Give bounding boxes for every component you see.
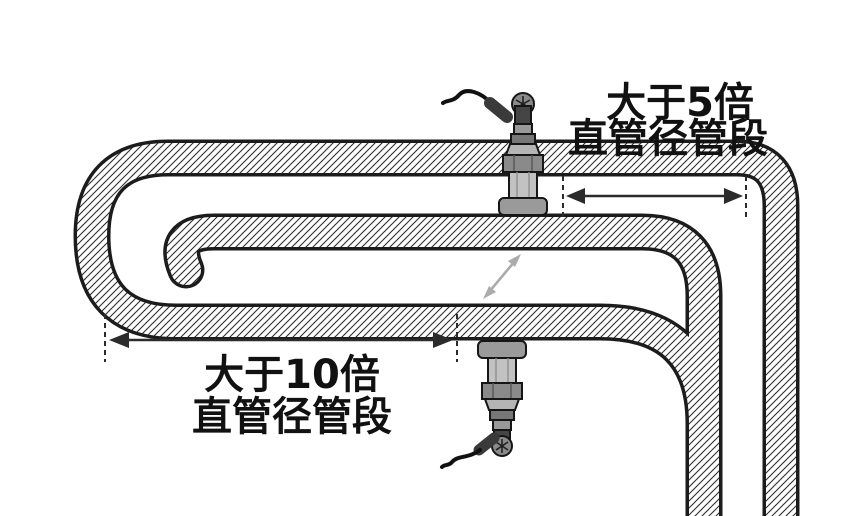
- downstream-dimension: 大于5倍 直管径管段: [562, 80, 768, 218]
- lower-hex-nut: [481, 382, 523, 400]
- pipe-outer-wall-hatch: [77, 143, 796, 516]
- upper-taper: [504, 143, 542, 156]
- upstream-dimension: 大于10倍 直管径管段: [104, 314, 458, 440]
- pipe-walls: [73, 139, 800, 516]
- lower-small-collar: [492, 419, 512, 431]
- downstream-arrowhead-left: [566, 188, 585, 204]
- upstream-arrowhead-right: [433, 332, 453, 348]
- signal-path-arrow: [483, 254, 521, 299]
- lower-transducer-cable: [440, 448, 482, 469]
- upstream-label-line2: 直管径管段: [192, 394, 392, 440]
- pipe-inner-wall-hatch: [166, 217, 719, 516]
- upstream-arrowhead-left: [109, 332, 129, 348]
- upper-body-cylinder: [508, 171, 538, 199]
- lower-transducer: [440, 340, 527, 469]
- lower-taper: [483, 398, 521, 411]
- upper-hex-nut: [502, 154, 544, 173]
- upper-mounting-flange: [498, 197, 548, 216]
- upper-connector-block: [514, 105, 532, 125]
- lower-cap-spokes: [495, 439, 509, 453]
- lower-body-cylinder: [487, 357, 517, 384]
- downstream-label-line1: 大于5倍: [606, 80, 754, 126]
- lower-collar: [489, 409, 515, 421]
- upper-cable-connector: [484, 97, 513, 123]
- upstream-label-line1: 大于10倍: [204, 352, 380, 398]
- lower-mounting-flange: [477, 340, 527, 359]
- upper-collar: [510, 133, 536, 145]
- downstream-arrowhead-right: [724, 188, 743, 204]
- lower-cable-connector: [473, 432, 500, 456]
- downstream-label-line2: 直管径管段: [568, 116, 768, 162]
- upper-transducer: [441, 89, 548, 216]
- upper-small-collar: [513, 123, 533, 135]
- upper-transducer-cable: [441, 89, 494, 106]
